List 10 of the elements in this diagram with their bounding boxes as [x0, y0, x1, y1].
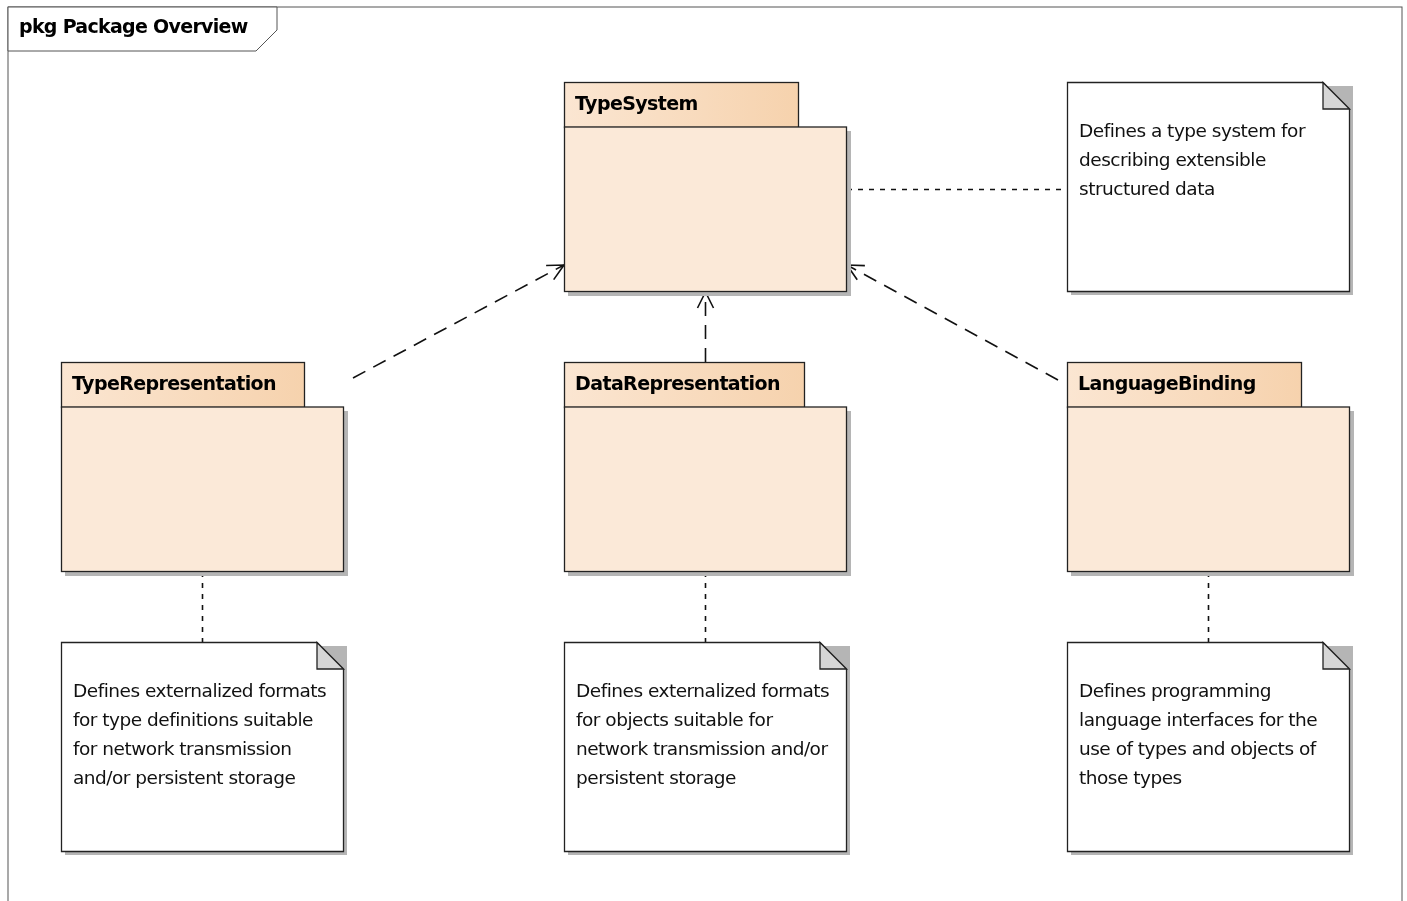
note-text: Defines externalized formats for type definitions suitable for network transmission and/or persistent storage — [73, 679, 328, 790]
package-name: DataRepresentation — [575, 372, 780, 394]
note-text: Defines externalized formats for objects suitable for network transmission and/or persistent storage — [576, 679, 831, 790]
package-name: TypeSystem — [575, 92, 698, 114]
note-text: Defines programming language interfaces for the use of types and objects of those types — [1079, 679, 1319, 790]
package-name: TypeRepresentation — [72, 372, 276, 394]
note-text: Defines a type system for describing extensible structured data — [1079, 119, 1307, 201]
frame-title: pkg Package Overview — [19, 15, 248, 37]
dependency-arrow — [352, 264, 565, 379]
package-name: LanguageBinding — [1078, 372, 1256, 394]
